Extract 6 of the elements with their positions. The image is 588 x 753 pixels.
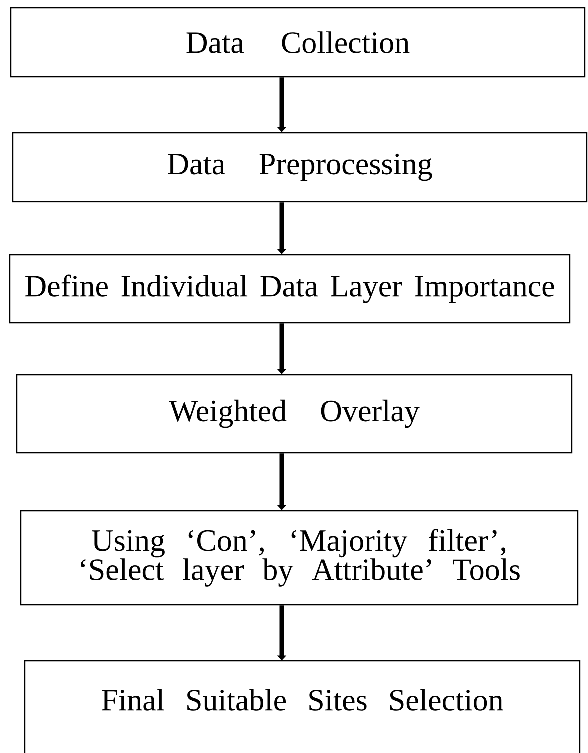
process-box: Data Preprocessing [12,132,588,203]
process-box: Final Suitable Sites Selection [24,660,581,753]
process-box: Data Collection [10,7,586,78]
process-box: Using ‘Con’, ‘Majority filter’, ‘Select layer by Attribute’ Tools [20,510,579,606]
process-box: Weighted Overlay [16,374,573,454]
process-box: Define Individual Data Layer Importance [9,254,571,324]
